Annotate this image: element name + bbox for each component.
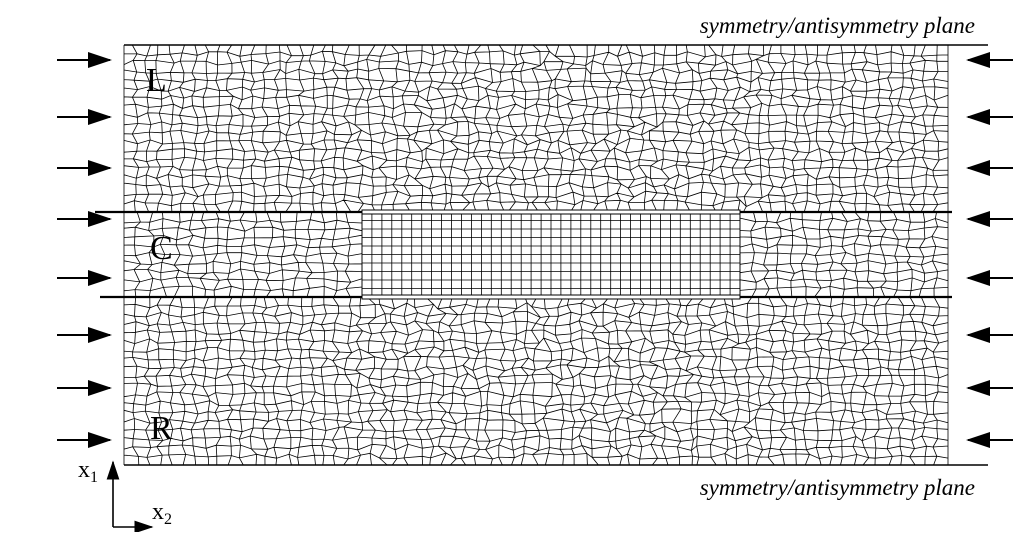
upper-crack xyxy=(361,209,741,215)
layer-label-center: C xyxy=(150,230,173,267)
mesh-region xyxy=(123,44,949,213)
axis-label-vertical: x1 xyxy=(78,457,98,486)
bottom-plane-label: symmetry/antisymmetry plane xyxy=(699,475,975,500)
load-arrows-right xyxy=(966,52,1013,448)
axis-label-horizontal: x2 xyxy=(152,499,172,528)
layer-label-top: L xyxy=(146,62,167,99)
load-arrows-left xyxy=(57,52,112,448)
interface-lines xyxy=(95,44,988,466)
layer-label-bottom: R xyxy=(150,410,173,447)
mesh-grid xyxy=(123,44,949,466)
mesh-region xyxy=(123,296,949,466)
top-plane-label: symmetry/antisymmetry plane xyxy=(699,13,975,38)
mesh-side-zone xyxy=(739,211,949,298)
coordinate-axes xyxy=(106,460,154,534)
mesh-core-block xyxy=(361,211,741,298)
lower-crack xyxy=(361,294,741,300)
